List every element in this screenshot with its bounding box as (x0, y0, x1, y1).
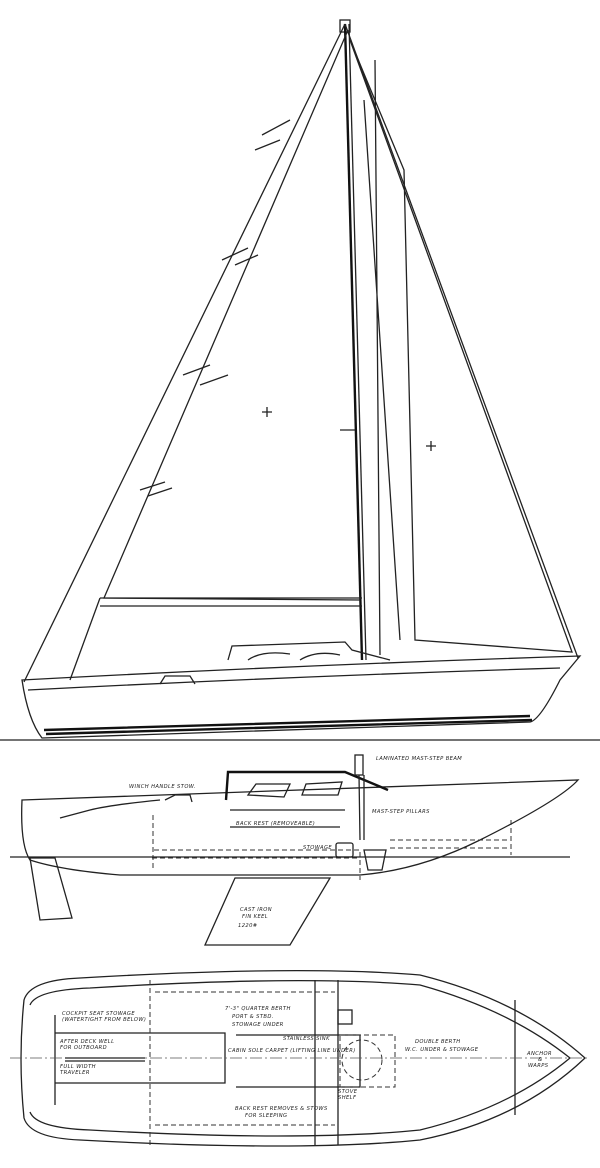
label-sink: STAINLESS SINK (283, 1036, 330, 1042)
boom (100, 597, 362, 607)
battens (139, 119, 291, 497)
label-stowage: STOWAGE (303, 845, 332, 851)
label-quarter-2: PORT & STBD. (232, 1014, 274, 1020)
label-stove-2: SHELF (338, 1095, 357, 1101)
label-well-1: AFTER DECK WELL (59, 1039, 114, 1045)
label-well-2: FOR OUTBOARD (60, 1045, 107, 1051)
label-winch-handle: WINCH HANDLE STOW. (129, 784, 196, 790)
label-quarter-3: STOWAGE UNDER (232, 1022, 284, 1028)
label-anchor-1: ANCHOR (526, 1051, 552, 1057)
label-backrest-1: BACK REST REMOVES & STOWS (235, 1106, 328, 1112)
label-mast-step-beam: LAMINATED MAST-STEP BEAM (376, 756, 462, 762)
head (363, 849, 387, 871)
label-back-rest: BACK REST (REMOVEABLE) (236, 821, 315, 827)
label-stove-1: STOVE (338, 1089, 358, 1095)
label-anchor-2: & (538, 1057, 542, 1063)
portholes (246, 781, 343, 798)
rudder (29, 857, 73, 921)
keel (203, 877, 332, 946)
label-quarter-1: 7'-3" QUARTER BERTH (225, 1006, 291, 1012)
label-backrest-2: FOR SLEEPING (245, 1113, 287, 1119)
label-mast-step-pillars: MAST-STEP PILLARS (372, 809, 430, 815)
label-double-berth-1: DOUBLE BERTH (415, 1039, 461, 1045)
cabin (224, 770, 389, 801)
label-cockpit-1: COCKPIT SEAT STOWAGE (62, 1011, 135, 1017)
sail-plan (0, 19, 600, 741)
winch-handle (164, 794, 193, 803)
label-traveler-2: TRAVELER (60, 1070, 90, 1076)
mast-step-pillar (358, 774, 365, 841)
label-anchor-3: WARPS (528, 1063, 549, 1069)
cabin-trunk (227, 641, 391, 661)
label-keel-2: FIN KEEL (242, 914, 268, 920)
traveler (65, 1057, 145, 1062)
accommodation-plan (10, 970, 590, 1147)
mast (343, 23, 364, 661)
inboard-profile (10, 754, 580, 946)
label-cockpit-2: (WATERTIGHT FROM BELOW) (62, 1017, 146, 1023)
backstay (23, 23, 346, 683)
jib (349, 39, 573, 653)
hull-profile (21, 655, 582, 739)
label-double-berth-2: W.C. UNDER & STOWAGE (405, 1047, 479, 1053)
label-keel-1: CAST IRON (240, 907, 272, 913)
hull-plan (20, 970, 586, 1147)
label-traveler-1: FULL WIDTH (60, 1064, 96, 1070)
label-cabin-sole: CABIN SOLE CARPET (LIFTING LINE UNDER) (228, 1048, 356, 1054)
forestay (344, 23, 579, 659)
label-keel-3: 1220# (238, 923, 258, 929)
